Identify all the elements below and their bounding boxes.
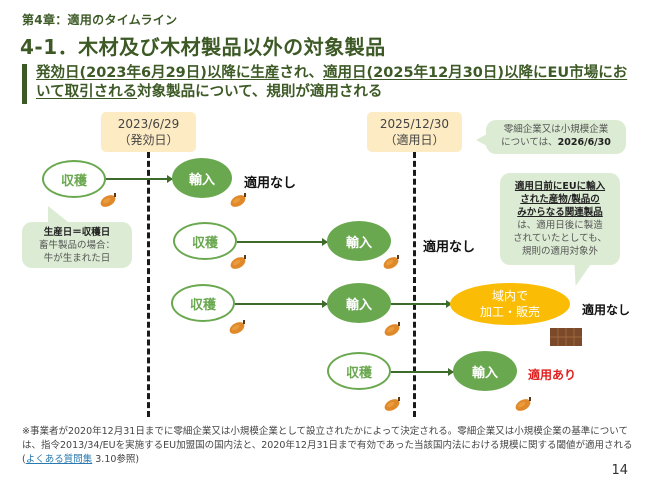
production-date-callout: 生産日＝収穫日 畜牛製品の場合： 牛が生まれた日	[22, 222, 132, 268]
page-title: 4-1．木材及び木材製品以外の対象製品	[20, 35, 386, 59]
rp-line6: 規則の適用対象外	[521, 246, 598, 257]
cocoa-bean-icon	[384, 397, 400, 411]
related-products-callout: 適用日前にEUに輸入 された産物/製品の みからなる関連製品 は、適用日後に製造…	[500, 173, 620, 265]
effective-date-line	[147, 152, 150, 417]
application-date-line	[413, 152, 416, 417]
import-node-4: 輸入	[453, 351, 517, 391]
rp-bold2: された産物/製品の	[520, 194, 600, 205]
arrow-3	[235, 300, 328, 308]
result-4: 適用あり	[528, 368, 577, 382]
faq-link[interactable]: よくある質問集	[25, 454, 93, 465]
pd-line3: 牛が生まれた日	[43, 253, 111, 264]
lead-part3: 適用日(2025年12月30日)以降にEU市場において取引される	[36, 65, 628, 100]
chapter-label: 第4章：適用のタイムライン	[22, 13, 178, 27]
harvest-node-4: 収穫	[327, 352, 391, 390]
rp-line4: は、適用日後に製造	[517, 220, 603, 231]
lead-text: 発効日(2023年6月29日)以降に生産され、適用日(2025年12月30日)以…	[36, 64, 636, 102]
sme-prefix: については、	[501, 137, 558, 148]
harvest-node-2: 収穫	[173, 222, 237, 260]
harvest-node-1: 収穫	[42, 160, 106, 198]
arrow-4	[391, 300, 452, 308]
cocoa-bean-icon	[384, 322, 400, 336]
date-effective: 2023/6/29	[117, 117, 180, 131]
cocoa-bean-icon	[229, 320, 245, 334]
sme-callout: 零細企業又は小規模企業 については、2026/6/30	[486, 120, 626, 154]
cocoa-bean-icon	[100, 193, 116, 207]
page-number: 14	[611, 463, 628, 478]
footnote: ※事業者が2020年12月31日までに零細企業又は小規模企業として設立されたかに…	[22, 425, 634, 467]
lead-part2: され、	[279, 65, 324, 81]
lead-part4: 対象製品について、規則が適用される	[137, 84, 383, 100]
footnote-text2: 3.10参照)	[92, 454, 140, 465]
rp-bold1: 適用日前にEUに輸入	[514, 181, 606, 192]
arrow-5	[391, 368, 454, 376]
rp-line5: されていたとしても、	[513, 233, 607, 244]
import-node-2: 輸入	[327, 221, 391, 261]
process-line1: 域内で	[491, 289, 528, 303]
sme-date: 2026/6/30	[557, 137, 611, 148]
date-application: 2025/12/30	[379, 117, 450, 131]
production-callout-tail	[48, 206, 68, 222]
sme-callout-line1: 零細企業又は小規模企業	[503, 124, 609, 135]
sme-callout-tail	[476, 134, 487, 146]
lead-part1: 発効日(2023年6月29日)以降に生産	[36, 65, 280, 81]
lead-accent-bar	[22, 64, 27, 104]
harvest-node-3: 収穫	[171, 284, 235, 322]
date-application-label: （適用日）	[384, 133, 445, 147]
date-effective-label: （発効日）	[118, 133, 179, 147]
rp-bold3: みからなる関連製品	[517, 207, 603, 218]
cocoa-bean-icon	[230, 193, 246, 207]
result-3: 適用なし	[582, 303, 631, 317]
date-box-application: 2025/12/30 （適用日）	[367, 112, 462, 152]
arrow-1	[106, 175, 173, 183]
date-box-effective: 2023/6/29 （発効日）	[101, 112, 196, 152]
sme-callout-line2: については、2026/6/30	[486, 136, 626, 149]
import-node-3: 輸入	[327, 283, 391, 323]
related-callout-tail	[565, 262, 593, 286]
result-1: 適用なし	[244, 176, 297, 191]
cocoa-bean-icon	[383, 255, 399, 269]
chocolate-bar-icon	[550, 328, 582, 346]
cocoa-bean-icon	[230, 255, 246, 269]
cocoa-bean-icon	[515, 397, 531, 411]
footnote-text1: ※事業者が2020年12月31日までに零細企業又は小規模企業として設立されたかに…	[22, 426, 633, 465]
result-2: 適用なし	[423, 240, 476, 255]
pd-line2: 畜牛製品の場合：	[38, 240, 115, 251]
process-line2: 加工・販売	[479, 305, 540, 319]
import-node-1: 輸入	[172, 158, 232, 198]
process-sell-node: 域内で加工・販売	[450, 283, 570, 325]
pd-bold: 生産日＝収穫日	[43, 227, 111, 238]
arrow-2	[237, 238, 328, 246]
